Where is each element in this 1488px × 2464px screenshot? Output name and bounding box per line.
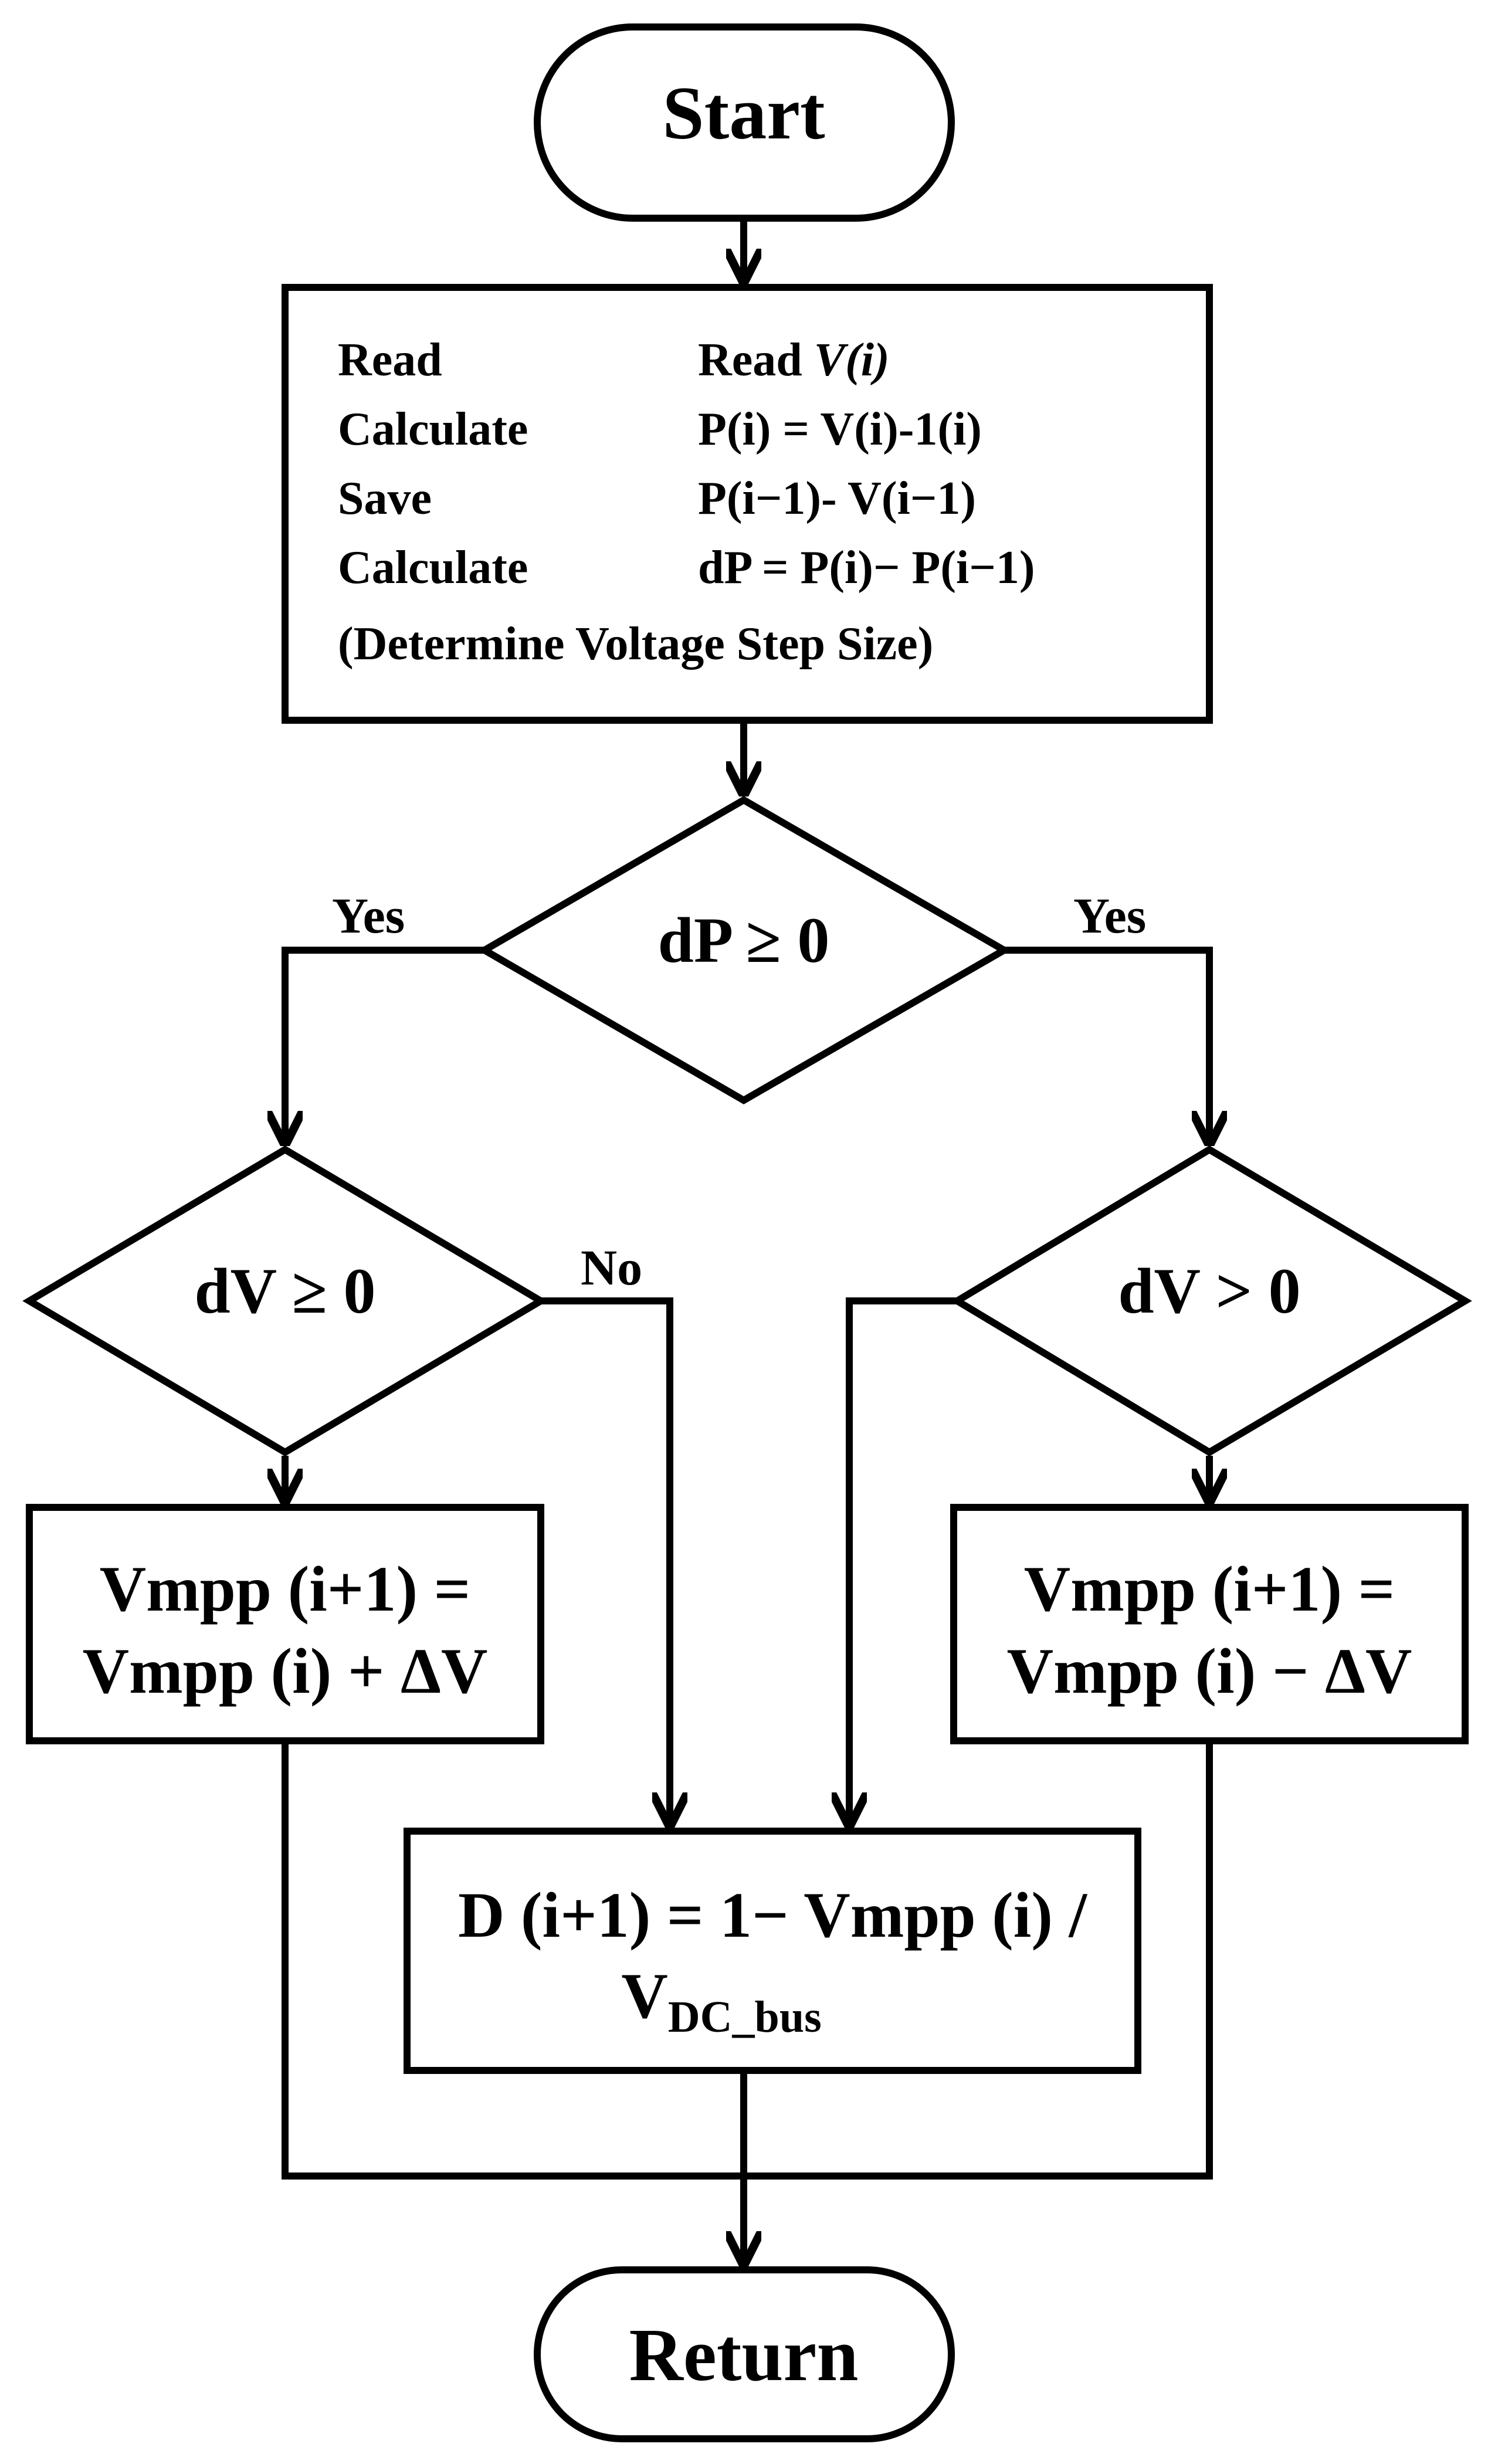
box-duty-line2: VDC_bus [621,1960,821,2042]
decision-dv-right-label: dV > 0 [1118,1255,1300,1327]
return-shape [534,2266,955,2442]
process-row-4-expr: dP = P(i)− P(i−1) [698,542,1035,594]
arrow-yes-left [285,947,484,1143]
box-vmpp-minus-shape [950,1504,1469,1744]
box-duty-line1: D (i+1) = 1− Vmpp (i) / [458,1879,1088,1951]
line-left-box-to-merge [282,1741,744,2180]
connectors [285,218,1209,2263]
decision-dp: dP ≥ 0 Yes Yes [332,796,1146,1104]
return-label: Return [629,2313,858,2397]
decision-dv-left-shape [22,1145,548,1456]
line-right-box-to-merge [744,1741,1213,2180]
box-vmpp-plus-line1: Vmpp (i+1) = [100,1553,471,1625]
process-row-1-action: Read [338,334,442,386]
start-label: Start [662,72,825,155]
arrow-no-to-duty [541,1297,670,1824]
process-row-3-action: Save [338,473,432,524]
box-vmpp-plus-shape [26,1504,544,1744]
decision-dv-right-shape [950,1145,1472,1456]
decision-dp-yes-right: Yes [1073,887,1146,944]
box-vmpp-minus-line1: Vmpp (i+1) = [1024,1553,1395,1625]
decision-dv-left-no: No [581,1239,642,1296]
box-vmpp-minus: Vmpp (i+1) = Vmpp (i) − ΔV [950,1504,1469,1744]
process-shape [282,284,1213,724]
process-row-2-action: Calculate [338,404,528,455]
decision-dv-right: dV > 0 [950,1145,1472,1456]
box-vmpp-plus-line2: Vmpp (i) + ΔV [83,1635,488,1707]
arrow-right-no-to-duty [849,1297,957,1824]
decision-dp-shape [477,796,1012,1104]
arrow-yes-right [1004,947,1209,1143]
process-row-1-expr: Read V(i) [698,334,890,386]
start-shape [534,23,955,222]
process-row-2-expr: P(i) = V(i)-1(i) [698,404,982,455]
process-note: (Determine Voltage Step Size) [338,618,933,670]
decision-dp-label: dP ≥ 0 [658,904,830,976]
process-row-3-expr: P(i−1)- V(i−1) [698,473,976,524]
box-duty: D (i+1) = 1− Vmpp (i) / VDC_bus [404,1828,1141,2074]
return-terminal: Return [534,2266,955,2442]
start-terminal: Start [534,23,955,222]
decision-dp-yes-left: Yes [332,887,405,944]
process-box: Read Read V(i) Calculate P(i) = V(i)-1(i… [282,284,1213,724]
box-vmpp-minus-line2: Vmpp (i) − ΔV [1007,1635,1412,1707]
box-vmpp-plus: Vmpp (i+1) = Vmpp (i) + ΔV [26,1504,544,1744]
decision-dv-left: dV ≥ 0 No [22,1145,642,1456]
process-row-4-action: Calculate [338,542,528,594]
decision-dv-left-label: dV ≥ 0 [195,1255,376,1327]
box-duty-shape [404,1828,1141,2074]
